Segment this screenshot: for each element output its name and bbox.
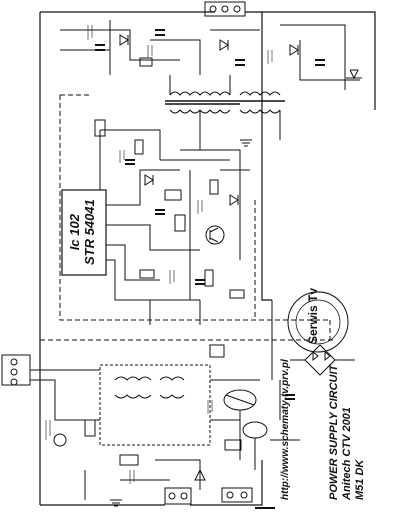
- secondary-section: [60, 1, 362, 90]
- title-line-1: POWER SUPPLY CIRCUIT: [328, 364, 340, 500]
- ic-label: Ic 102 STR 54041: [67, 199, 97, 265]
- ic-designator: Ic 102: [67, 214, 82, 251]
- component-annotations: [45, 25, 273, 484]
- main-conductors: [39, 11, 376, 506]
- ic-part-number: STR 54041: [82, 199, 97, 265]
- primary-section: [1, 344, 355, 509]
- title-line-2: Anitech CTV 2001: [341, 407, 353, 500]
- ground-symbols: [110, 139, 252, 507]
- service-stamp: [287, 291, 349, 353]
- stamp-center-text: Serwis Tv: [306, 287, 320, 344]
- source-url: http://www.schematy-tv.prv.pl: [280, 359, 291, 500]
- transformer: [165, 75, 285, 150]
- control-section: [61, 119, 250, 325]
- title-line-3: M51 DK: [354, 459, 366, 500]
- title-block: POWER SUPPLY CIRCUIT Anitech CTV 2001 M5…: [328, 365, 367, 500]
